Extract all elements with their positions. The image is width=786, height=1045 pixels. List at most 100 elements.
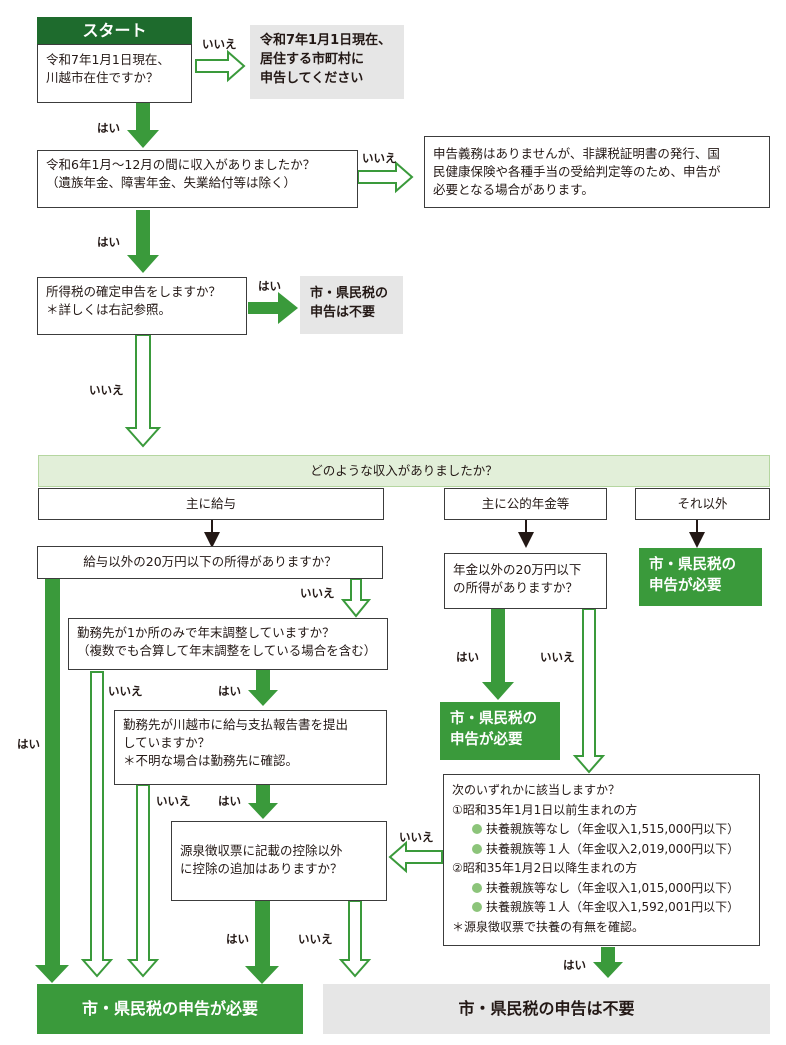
result-not-needed-small-line1: 市・県民税の xyxy=(310,286,389,301)
question-salary-report: 勤務先が川越市に給与支払報告書を提出 していますか？ ＊不明な場合は勤務先に確認… xyxy=(114,710,387,785)
arrow-deduction-no xyxy=(338,900,372,978)
label-salary-other-yes: はい xyxy=(17,737,40,751)
label-conditions-no: いいえ xyxy=(399,830,434,844)
condition-1a-text: 扶養親族等なし（年金収入1,515,000円以下） xyxy=(486,822,740,836)
arrow-income-yes xyxy=(127,210,159,273)
note-no-duty-line3: 必要となる場合があります。 xyxy=(433,182,594,197)
note-no-duty-line2: 民健康保険や各種手当の受給判定等のため、申告が xyxy=(433,164,721,179)
condition-1: ①昭和35年1月1日以前生まれの方 xyxy=(452,802,638,817)
bullet-icon xyxy=(472,843,482,854)
question-final-return-line2: ＊詳しくは右記参照。 xyxy=(46,302,172,317)
arrow-pension-other-no xyxy=(572,608,606,774)
result-other-municipality-line1: 令和7年1月1日現在、 xyxy=(260,33,392,48)
conditions-note: ＊源泉徴収票で扶養の有無を確認。 xyxy=(452,919,645,934)
result-not-needed-small-line2: 申告は不要 xyxy=(310,305,376,320)
question-income: 令和6年1月～12月の間に収入がありましたか？ （遺族年金、障害年金、失業給付等… xyxy=(37,150,358,208)
no-arrows xyxy=(80,49,606,978)
question-pension-other-income: 年金以外の20万円以下 の所得がありますか？ xyxy=(444,553,607,609)
bullet-icon xyxy=(472,902,482,912)
condition-2: ②昭和35年1月2日以降生まれの方 xyxy=(452,861,638,875)
income-type-other: それ以外 xyxy=(635,488,770,520)
label-year-end-yes: はい xyxy=(218,684,241,698)
result-other-municipality-line2: 居住する市町村に xyxy=(260,52,365,67)
question-final-return: 所得税の確定申告をしますか？ ＊詳しくは右記参照。 xyxy=(37,277,247,335)
condition-2a-text: 扶養親族等なし（年金収入1,015,000円以下） xyxy=(486,880,740,895)
bullet-icon xyxy=(472,882,482,893)
arrow-start-yes xyxy=(127,102,159,148)
result-needed-other: 市・県民税の 申告が必要 xyxy=(639,548,762,606)
yes-arrows xyxy=(35,102,623,984)
arrow-report-yes xyxy=(248,785,278,819)
arrow-salary-other-no xyxy=(340,578,372,618)
income-type-salary: 主に給与 xyxy=(38,488,384,520)
label-year-end-no: いいえ xyxy=(108,684,143,698)
type-arrows xyxy=(204,520,705,548)
condition-1a: 扶養親族等なし（年金収入1,515,000円以下） xyxy=(452,820,751,840)
arrow-final-return-yes xyxy=(248,292,298,324)
question-residence: 令和7年1月1日現在、 川越市在住ですか？ xyxy=(37,44,192,103)
label-conditions-yes: はい xyxy=(563,958,586,972)
arrow-salary-other-yes xyxy=(35,579,69,983)
question-income-line2: （遺族年金、障害年金、失業給付等は除く） xyxy=(46,175,297,190)
question-year-end-line2: （複数でも合算して年末調整をしている場合を含む） xyxy=(77,643,377,658)
bullet-icon xyxy=(472,824,482,834)
label-final-return-yes: はい xyxy=(258,279,281,293)
label-start-yes: はい xyxy=(97,121,120,135)
question-residence-line1: 令和7年1月1日現在、 xyxy=(46,52,170,67)
arrow-income-no xyxy=(357,160,414,194)
result-declaration-not-needed: 市・県民税の申告は不要 xyxy=(323,984,770,1034)
label-pension-other-no: いいえ xyxy=(540,650,575,664)
label-final-return-no: いいえ xyxy=(89,383,124,397)
condition-1b-text: 扶養親族等１人（年金収入2,019,000円以下） xyxy=(486,841,740,856)
start-badge: スタート xyxy=(37,17,192,44)
label-report-yes: はい xyxy=(218,794,241,808)
question-salary-report-line2: していますか？ xyxy=(123,735,211,750)
arrow-conditions-yes xyxy=(593,947,623,978)
result-needed-other-line1: 市・県民税の xyxy=(649,557,736,573)
result-needed-pension: 市・県民税の 申告が必要 xyxy=(440,702,560,760)
label-income-yes: はい xyxy=(97,235,120,249)
label-deduction-no: いいえ xyxy=(298,932,333,946)
condition-2b: 扶養親族等１人（年金収入1,592,001円以下） xyxy=(452,898,751,918)
arrow-deduction-yes xyxy=(245,901,279,984)
arrow-year-end-no xyxy=(80,671,114,978)
question-pension-conditions: 次のいずれかに該当しますか？ ①昭和35年1月1日以前生まれの方 扶養親族等なし… xyxy=(443,774,760,946)
condition-1b: 扶養親族等１人（年金収入2,019,000円以下） xyxy=(452,840,751,860)
question-additional-deduction: 源泉徴収票に記載の控除以外 に控除の追加はありますか？ xyxy=(171,821,387,901)
label-income-no: いいえ xyxy=(362,151,397,165)
label-deduction-yes: はい xyxy=(226,932,249,946)
result-needed-pension-line1: 市・県民税の xyxy=(450,711,537,727)
question-final-return-line1: 所得税の確定申告をしますか？ xyxy=(46,284,222,299)
arrow-final-return-no xyxy=(124,334,162,448)
result-needed-pension-line2: 申告が必要 xyxy=(450,732,523,748)
question-income-line1: 令和6年1月～12月の間に収入がありましたか？ xyxy=(46,157,316,172)
label-start-no: いいえ xyxy=(202,37,237,51)
result-needed-other-line2: 申告が必要 xyxy=(649,578,722,594)
question-pension-other-line1: 年金以外の20万円以下 xyxy=(453,562,582,577)
arrow-report-no xyxy=(126,784,160,978)
result-other-municipality-line3: 申告してください xyxy=(260,71,364,86)
label-salary-other-no: いいえ xyxy=(300,586,335,600)
arrow-conditions-no xyxy=(388,840,443,874)
arrow-start-no xyxy=(195,49,246,83)
question-salary-report-line1: 勤務先が川越市に給与支払報告書を提出 xyxy=(123,717,349,732)
condition-2a: 扶養親族等なし（年金収入1,015,000円以下） xyxy=(452,879,751,899)
question-pension-other-line2: の所得がありますか？ xyxy=(453,580,579,595)
income-type-header: どのような収入がありましたか？ xyxy=(38,455,770,487)
question-deduction-line2: に控除の追加はありますか？ xyxy=(180,861,343,876)
arrow-pension-other-yes xyxy=(482,609,514,700)
label-pension-other-yes: はい xyxy=(456,650,479,664)
question-residence-line2: 川越市在住ですか？ xyxy=(46,70,159,85)
income-type-pension: 主に公的年金等 xyxy=(444,488,607,520)
question-deduction-line1: 源泉徴収票に記載の控除以外 xyxy=(180,843,343,858)
conditions-title: 次のいずれかに該当しますか？ xyxy=(452,783,621,797)
question-year-end-adjustment: 勤務先が1か所のみで年末調整していますか？ （複数でも合算して年末調整をしている… xyxy=(68,618,388,670)
label-report-no: いいえ xyxy=(156,794,191,808)
arrow-year-end-yes xyxy=(248,670,278,706)
question-year-end-line1: 勤務先が1か所のみで年末調整していますか？ xyxy=(77,625,335,640)
question-salary-other-income: 給与以外の20万円以下の所得がありますか？ xyxy=(37,546,383,579)
result-declaration-needed: 市・県民税の申告が必要 xyxy=(37,984,303,1034)
result-other-municipality: 令和7年1月1日現在、 居住する市町村に 申告してください xyxy=(250,25,404,99)
note-no-duty: 申告義務はありませんが、非課税証明書の発行、国 民健康保険や各種手当の受給判定等… xyxy=(424,136,770,208)
